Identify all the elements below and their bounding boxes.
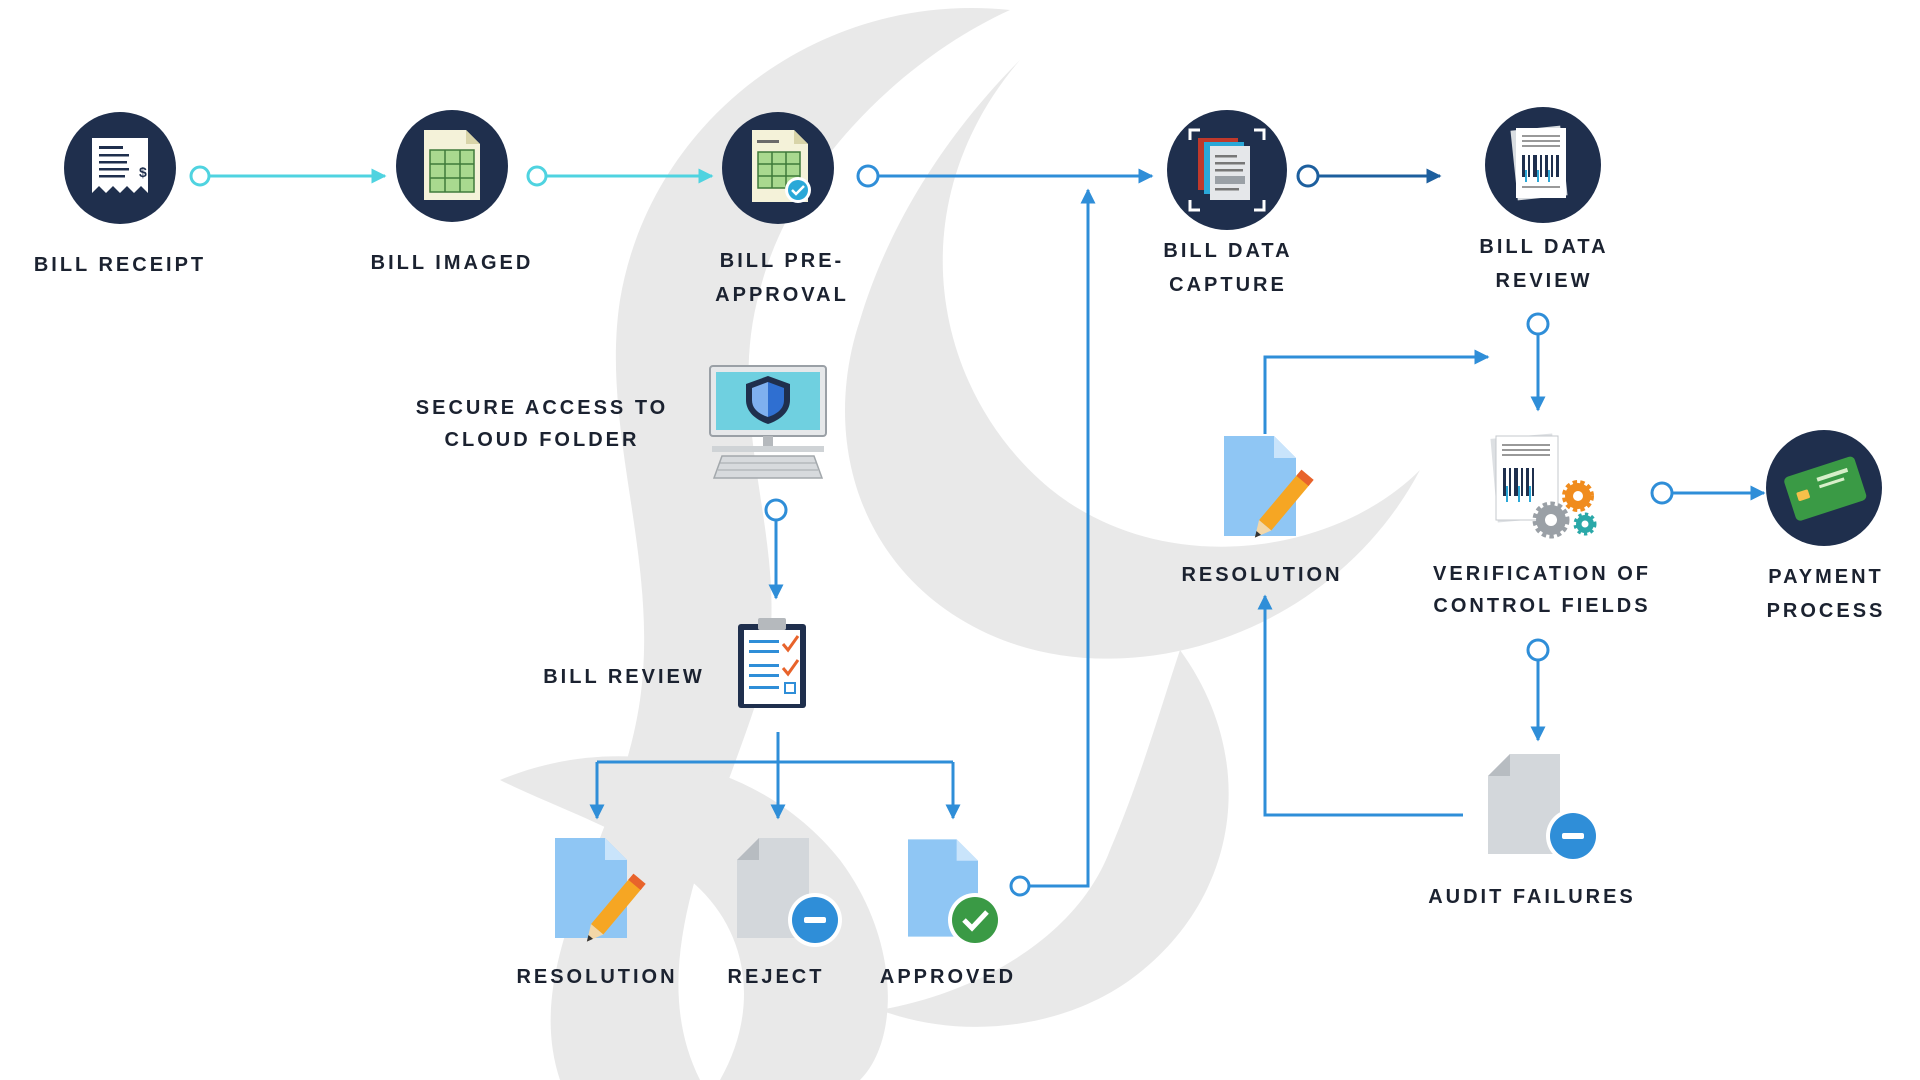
document-gears-icon	[1490, 433, 1597, 539]
connector-receipt-to-imaged	[189, 165, 387, 187]
connector-capture-to-review	[1296, 164, 1442, 188]
barcode-document-icon	[1485, 107, 1601, 223]
connector-verification-to-audit	[1526, 638, 1550, 742]
label-bill-receipt: BILL RECEIPT	[33, 254, 207, 276]
connector-imaged-to-preapproval	[526, 165, 714, 187]
label-resolution-left: RESOLUTION	[516, 966, 678, 988]
document-pencil-icon	[555, 838, 646, 942]
connector-resolution-to-verification	[1263, 349, 1490, 434]
connector-billreview-branches	[589, 732, 961, 820]
connector-preapproval-to-capture	[856, 164, 1154, 188]
document-check-icon	[908, 839, 1002, 947]
label-payment-process: PAYMENT PROCESS	[1766, 566, 1886, 622]
imaged-document-icon	[396, 110, 508, 222]
label-bill-preapproval: BILL PRE- APPROVAL	[715, 250, 849, 306]
connector-verification-to-payment	[1650, 481, 1766, 505]
svg-text:$: $	[139, 164, 147, 180]
label-audit-failures: AUDIT FAILURES	[1428, 886, 1636, 908]
watermark-logo	[500, 7, 1420, 1080]
credit-card-icon	[1766, 430, 1882, 546]
label-bill-imaged: BILL IMAGED	[370, 252, 534, 274]
scan-documents-icon	[1167, 110, 1287, 230]
connector-audit-to-resolution	[1257, 594, 1463, 817]
document-minus-icon	[1488, 754, 1600, 863]
label-approved: APPROVED	[879, 966, 1017, 988]
document-pencil-icon	[1224, 436, 1314, 538]
preapproval-document-icon	[722, 112, 834, 224]
connector-secure-to-billreview	[764, 498, 788, 600]
connector-approved-to-capture	[1009, 188, 1096, 897]
clipboard-checklist-icon	[738, 618, 806, 708]
document-minus-icon	[737, 838, 842, 947]
receipt-icon: $	[64, 112, 176, 224]
label-resolution-right: RESOLUTION	[1181, 564, 1343, 586]
label-bill-data-review: BILL DATA REVIEW	[1479, 236, 1609, 292]
connector-review-to-verification	[1526, 312, 1550, 412]
secure-computer-icon	[709, 365, 827, 479]
label-verification: VERIFICATION OF CONTROL FIELDS	[1433, 563, 1651, 617]
label-bill-data-capture: BILL DATA CAPTURE	[1163, 240, 1293, 296]
label-secure-access: SECURE ACCESS TO CLOUD FOLDER	[415, 397, 669, 451]
label-bill-review: BILL REVIEW	[543, 666, 705, 688]
label-reject: REJECT	[727, 966, 825, 988]
